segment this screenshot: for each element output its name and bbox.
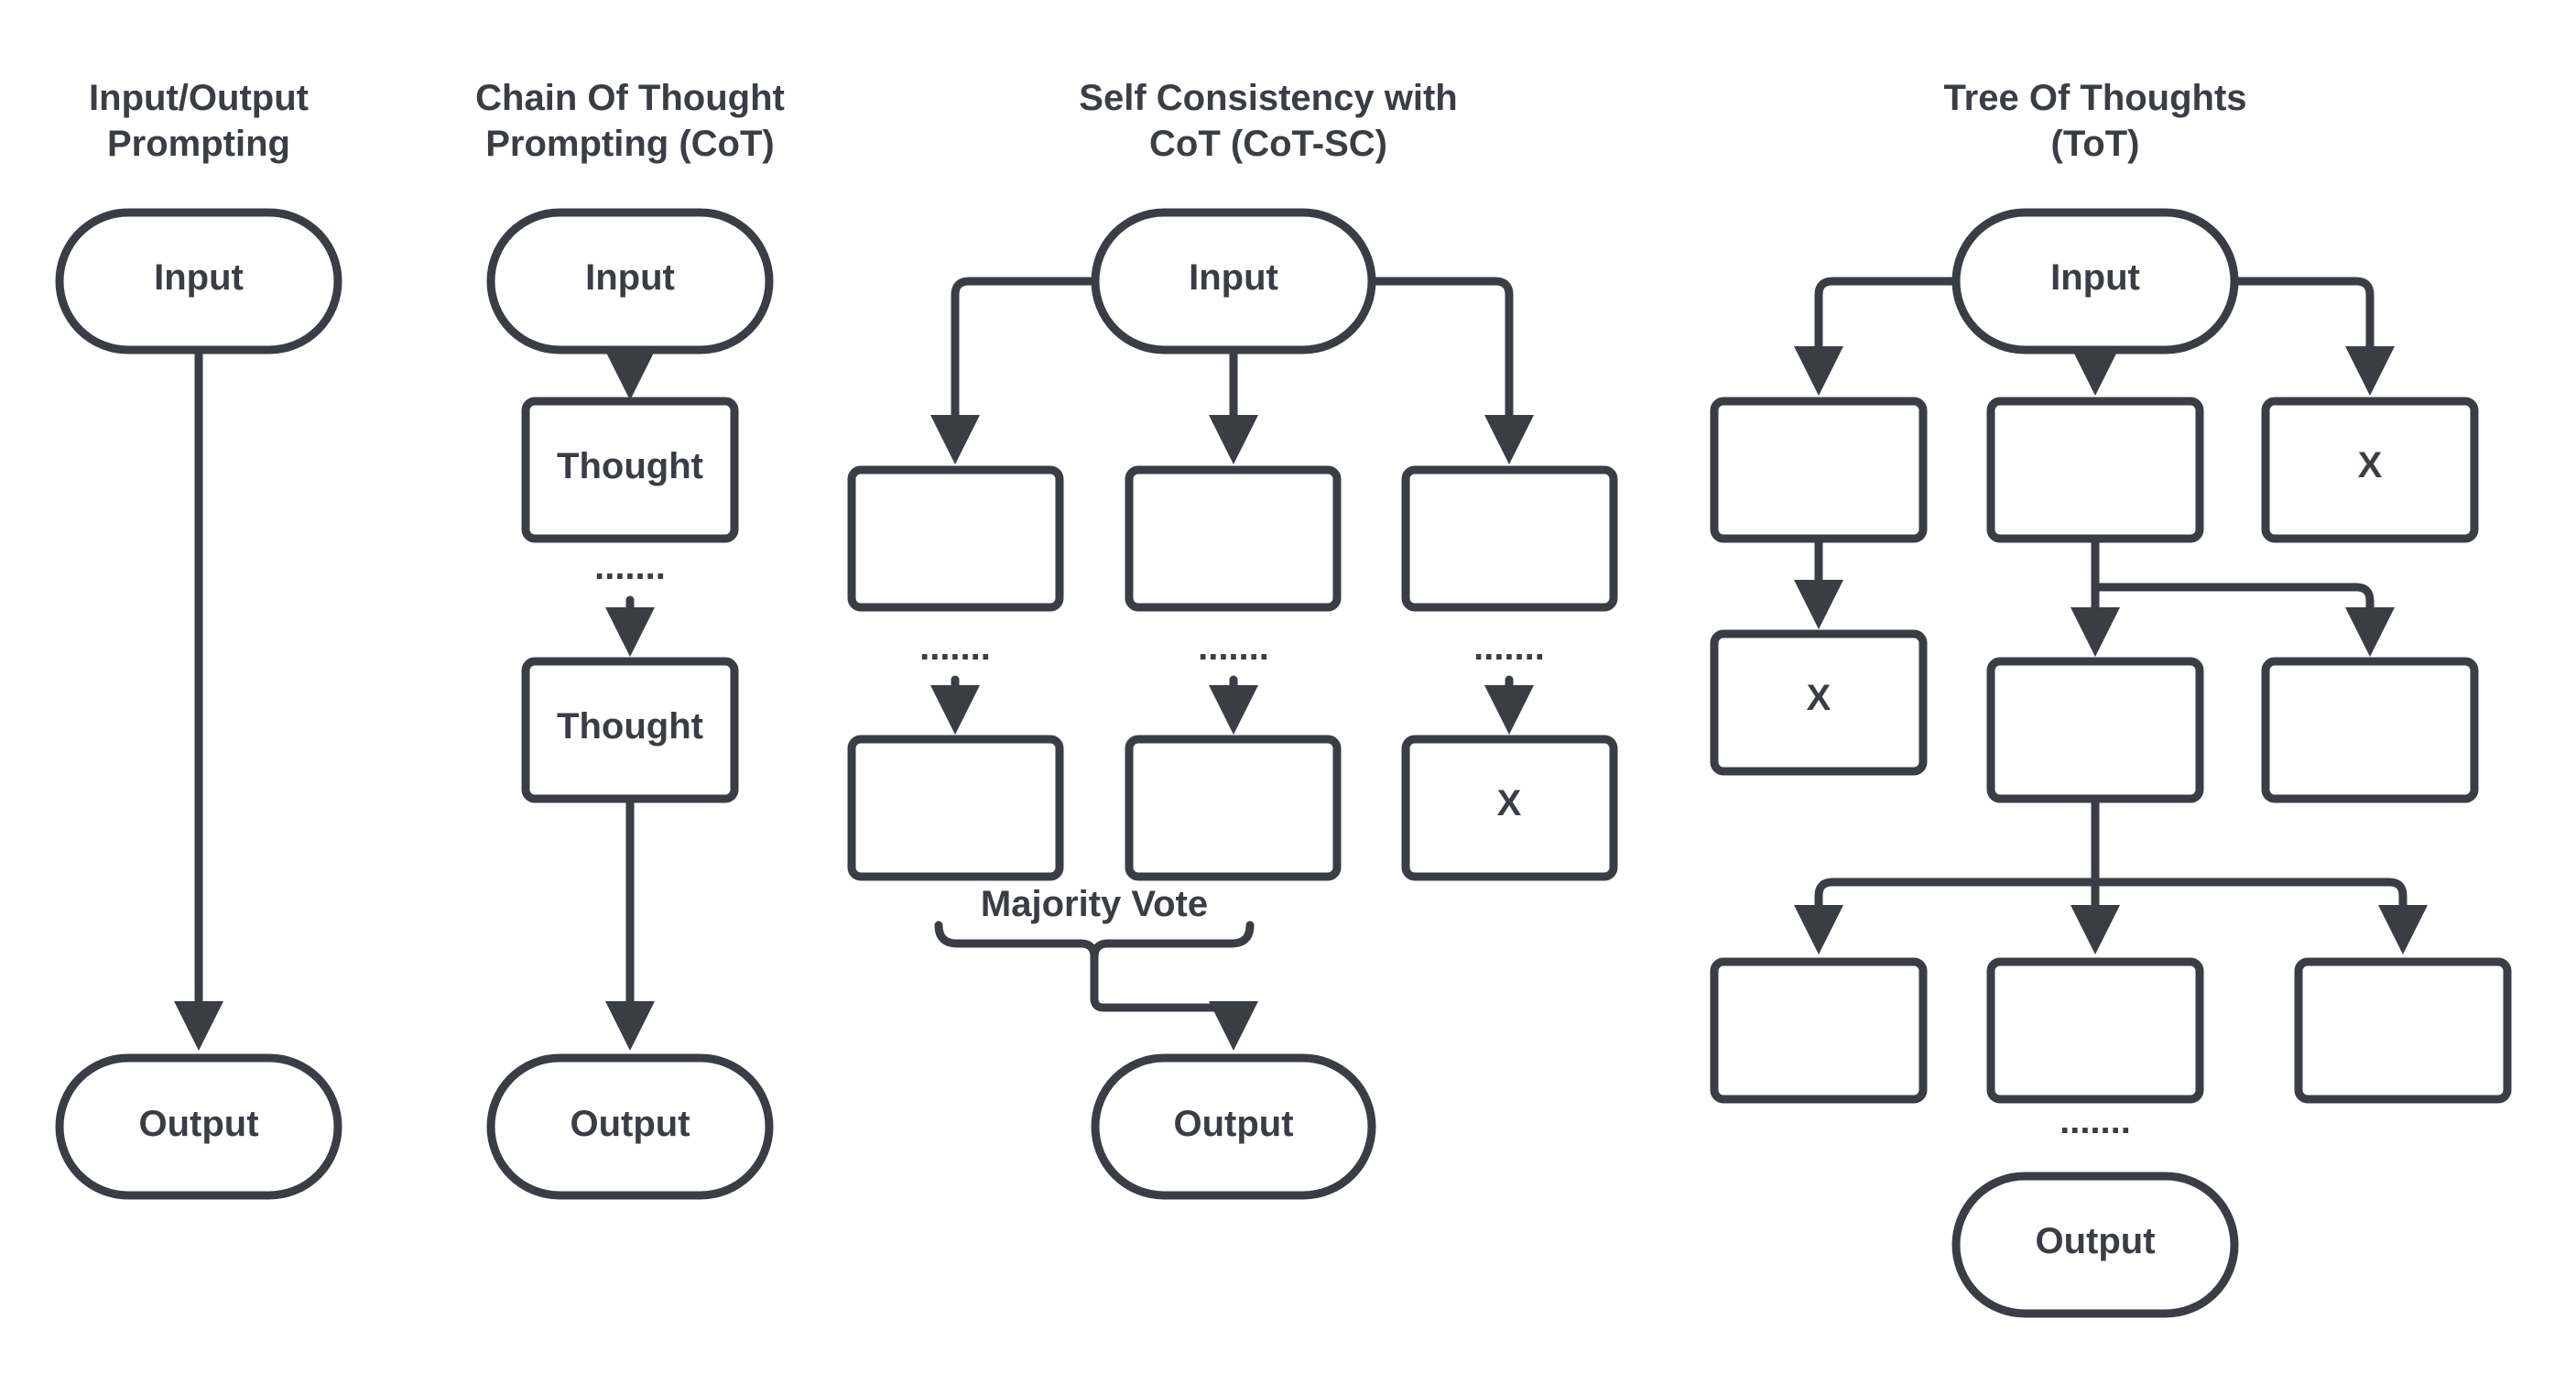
cotsc-input-label: Input (1189, 257, 1278, 298)
io-title-line1: Input/Output (89, 78, 309, 118)
tot-arrow-center-left (1794, 878, 2100, 954)
cotsc-vote-arrow (1090, 953, 1258, 1051)
io-column: Input/Output Prompting Input Output (55, 78, 342, 1200)
tot-arrow-center-right (2091, 878, 2428, 954)
cotsc-ellipsis-right: ....... (1473, 627, 1545, 668)
tot-rejected-thought-node (2261, 397, 2479, 543)
cotsc-output-node (1091, 1053, 1376, 1200)
tot-thought-node (1986, 957, 2204, 1104)
tot-thought-node (1986, 657, 2204, 803)
cotsc-title-line1: Self Consistency with (1079, 78, 1457, 118)
tot-title-line2: (ToT) (2051, 124, 2140, 164)
cot-ellipsis: ....... (594, 547, 666, 587)
io-output-node (55, 1053, 342, 1200)
tot-title-line1: Tree Of Thoughts (1943, 78, 2246, 118)
tot-thought-node (2294, 957, 2512, 1104)
io-title-line2: Prompting (107, 124, 290, 164)
tot-thought-node (1710, 957, 1928, 1104)
cotsc-thought-node (1401, 465, 1618, 612)
cot-column: Chain Of Thought Prompting (CoT) Input T… (475, 78, 785, 1200)
cotsc-majority-vote-label: Majority Vote (981, 884, 1208, 924)
tot-branch-left (1794, 277, 1961, 396)
cotsc-rejected-mark: X (1497, 783, 1522, 823)
tot-column: Tree Of Thoughts (ToT) Input X X ....... (1710, 78, 2512, 1318)
io-output-label: Output (138, 1104, 258, 1144)
cotsc-thought-node (1125, 465, 1342, 612)
tot-thought-node (2261, 657, 2479, 803)
cot-thought-label-1: Thought (557, 446, 703, 486)
cot-output-node (486, 1053, 774, 1200)
cot-title-line1: Chain Of Thought (475, 78, 785, 118)
tot-rejected-mark-1: X (2358, 445, 2383, 485)
cotsc-output-label: Output (1173, 1104, 1293, 1144)
cotsc-thought-node (847, 465, 1064, 612)
io-input-node (55, 208, 342, 354)
cotsc-title-line2: CoT (CoT-SC) (1149, 124, 1387, 164)
tot-output-label: Output (2035, 1221, 2155, 1261)
tot-thought-node (1986, 397, 2204, 543)
cot-title-line2: Prompting (CoT) (485, 124, 775, 164)
tot-thought-node (1710, 397, 1928, 543)
cotsc-thought-node (847, 735, 1064, 881)
cotsc-majority-brace (934, 921, 1255, 962)
cot-thought-label-2: Thought (557, 706, 703, 747)
io-input-label: Input (154, 257, 244, 298)
cotsc-column: Self Consistency with CoT (CoT-SC) Input… (847, 78, 1618, 1200)
cot-input-label: Input (585, 257, 675, 298)
cotsc-ellipsis-left: ....... (919, 627, 991, 668)
cotsc-branch-right (1367, 277, 1534, 464)
tot-input-label: Input (2050, 257, 2140, 298)
cotsc-thought-node (1125, 735, 1342, 881)
cotsc-ellipsis-middle: ....... (1198, 627, 1269, 668)
cotsc-branch-left (930, 277, 1100, 464)
cot-output-label: Output (570, 1104, 690, 1144)
cot-thought-node-1 (521, 397, 739, 543)
tot-rejected-mark-2: X (1807, 678, 1831, 718)
tot-output-node (1951, 1172, 2239, 1318)
tot-arrow-middle-right (2091, 583, 2395, 657)
tot-ellipsis: ....... (2060, 1101, 2131, 1141)
cotsc-rejected-thought-node (1401, 735, 1618, 881)
tot-rejected-thought-node (1710, 629, 1928, 776)
tot-branch-right (2230, 277, 2395, 396)
